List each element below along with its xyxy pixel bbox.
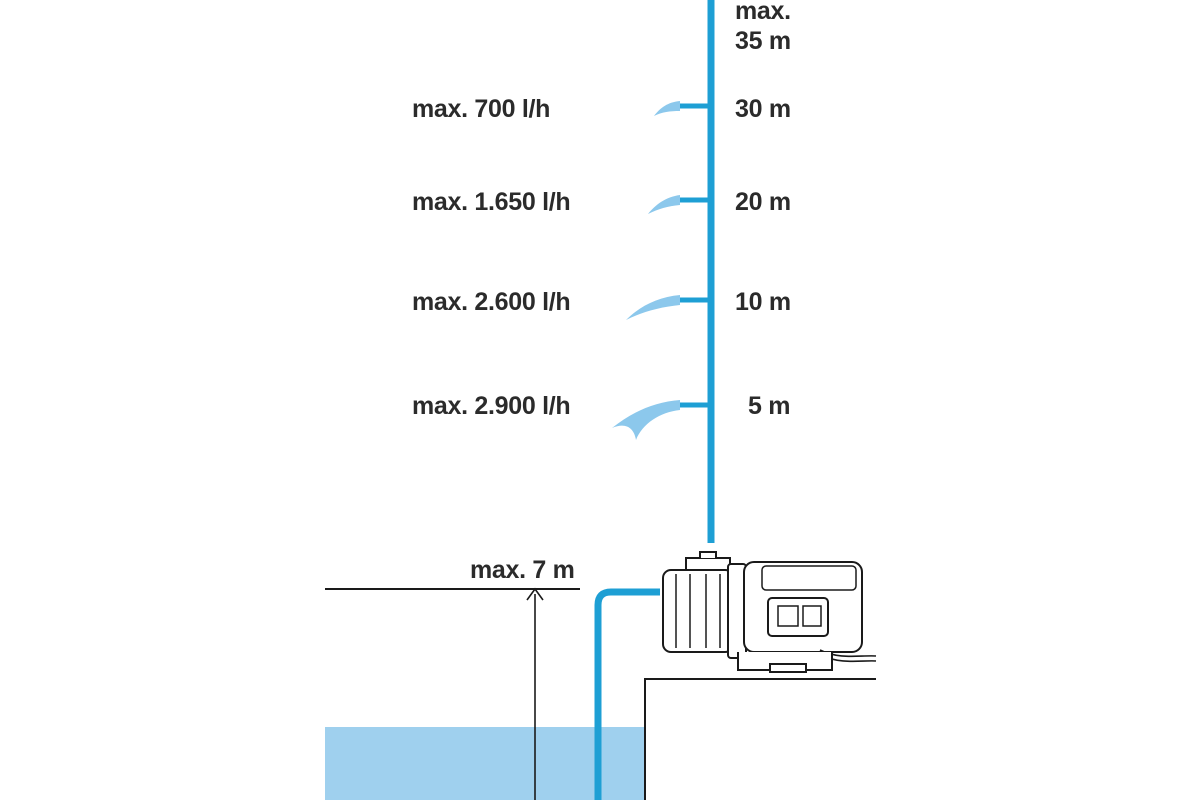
spray-20m [648, 195, 680, 214]
water-body [325, 727, 645, 800]
suction-pipe [594, 588, 660, 800]
ground-platform [644, 678, 876, 800]
max-head-label-line2: 35 m [735, 27, 791, 55]
head-label-20m: 20 m [735, 188, 791, 216]
flow-label-20m: max. 1.650 l/h [412, 188, 571, 216]
head-label-10m: 10 m [735, 288, 791, 316]
suction-depth-label: max. 7 m [470, 556, 575, 584]
flow-label-10m: max. 2.600 l/h [412, 288, 571, 316]
max-head-label-line1: max. [735, 0, 791, 25]
suction-height-arrow-head [526, 587, 544, 601]
head-label-5m: 5 m [748, 392, 791, 420]
pump-icon [662, 551, 877, 673]
head-label-30m: 30 m [735, 95, 791, 123]
flow-label-30m: max. 700 l/h [412, 95, 551, 123]
spray-5m [612, 400, 680, 440]
spray-30m [654, 101, 680, 116]
spray-10m [626, 295, 680, 320]
flow-label-5m: max. 2.900 l/h [412, 392, 571, 420]
